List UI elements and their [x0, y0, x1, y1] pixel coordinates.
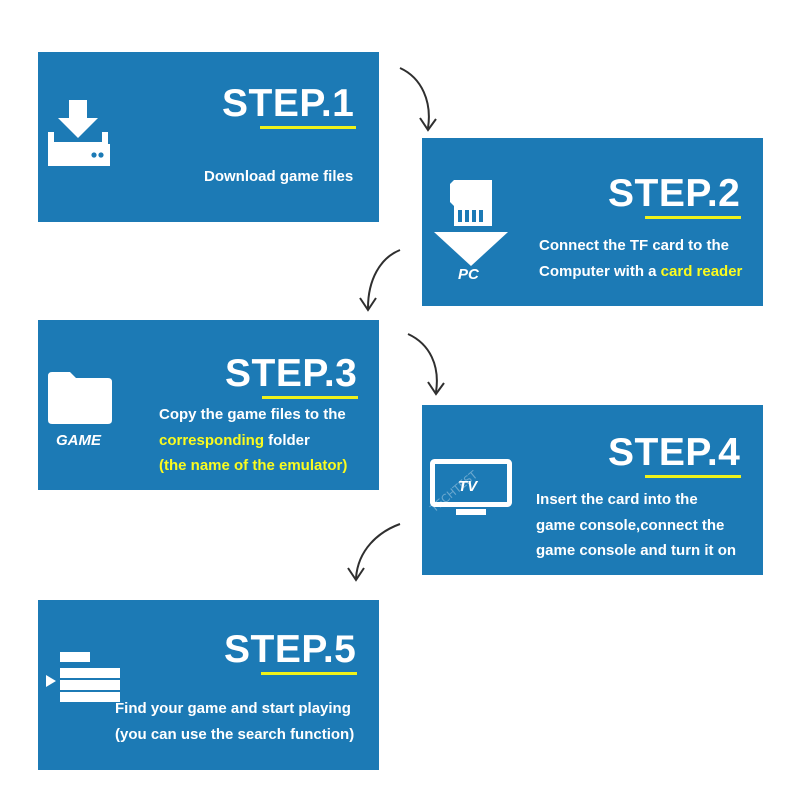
game-list-icon	[46, 652, 120, 702]
step-2-line-2-prefix: Computer with a	[539, 262, 661, 280]
curved-arrow-icon	[359, 249, 401, 312]
step-3-desc: Copy the game files to the corresponding…	[159, 402, 347, 479]
step-3-line-2-suffix: folder	[264, 431, 310, 449]
step-2-underline	[645, 216, 741, 219]
step-3-highlight: corresponding	[159, 431, 265, 449]
step-4-desc: Insert the card into the game console,co…	[536, 487, 736, 564]
step-2-title: STEP.2	[608, 172, 741, 215]
step-2-highlight: card reader	[660, 262, 743, 280]
tv-icon	[430, 459, 512, 515]
folder-icon	[48, 372, 112, 424]
step-4-line-3: game console and turn it on	[536, 542, 737, 559]
curved-arrow-icon	[347, 523, 401, 582]
step-5-underline	[261, 672, 357, 675]
step-5-card: STEP.5 Find your game and start playing …	[38, 600, 379, 770]
step-2-line-2: Computer with a card reader	[539, 259, 742, 285]
step-5-title: STEP.5	[224, 628, 357, 671]
step-2-line-1: Connect the TF card to the	[539, 237, 730, 254]
step-5-line-2: (you can use the search function)	[115, 725, 355, 743]
step-2-icon-label: PC	[458, 266, 479, 283]
step-4-line-2: game console,connect the	[536, 516, 725, 534]
step-4-line-1: Insert the card into the	[536, 491, 698, 508]
step-5-line-1: Find your game and start playing	[115, 700, 351, 717]
step-3-icon-label: GAME	[56, 432, 101, 449]
step-1-line-1: Download game files	[204, 168, 354, 185]
step-3-line-1: Copy the game files to the	[159, 406, 346, 423]
curved-arrow-icon	[399, 67, 437, 132]
step-4-title: STEP.4	[608, 431, 741, 474]
step-4-card: TV STEP.4 Insert the card into the game …	[422, 405, 763, 575]
step-2-card: PC STEP.2 Connect the TF card to the Com…	[422, 138, 763, 306]
step-1-card: STEP.1 Download game files	[38, 52, 379, 222]
step-5-desc: Find your game and start playing (you ca…	[115, 696, 354, 747]
step-1-desc: Download game files	[204, 164, 353, 190]
step-1-title: STEP.1	[222, 82, 355, 125]
step-2-desc: Connect the TF card to the Computer with…	[539, 233, 742, 284]
step-4-underline	[645, 475, 741, 478]
step-3-underline	[262, 396, 358, 399]
sd-card-icon	[434, 180, 508, 266]
step-3-line-2: corresponding folder	[159, 428, 347, 454]
step-3-title: STEP.3	[225, 352, 358, 395]
step-1-underline	[260, 126, 356, 129]
step-3-line-3: (the name of the emulator)	[159, 457, 348, 474]
step-4-icon-label: TV	[458, 478, 478, 495]
curved-arrow-icon	[407, 333, 445, 396]
step-3-card: GAME STEP.3 Copy the game files to the c…	[38, 320, 379, 490]
download-icon	[48, 100, 110, 166]
